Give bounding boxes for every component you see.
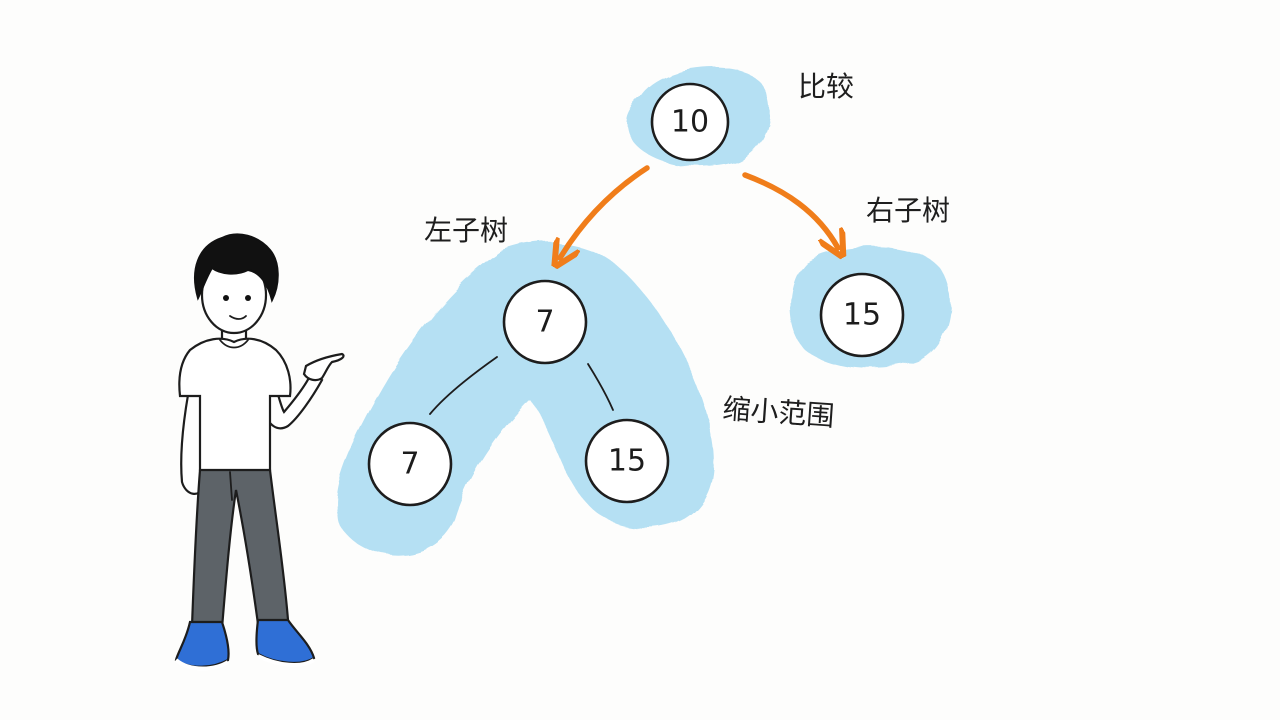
node-left-left: 7 (367, 421, 453, 507)
person-pointing-icon (174, 233, 345, 671)
node-left: 7 (502, 279, 588, 365)
eye-right (245, 295, 251, 301)
left-shoe (174, 620, 230, 668)
label-compare: 比较 (798, 70, 854, 103)
eye-left (223, 295, 229, 301)
edge-left-to-left-left (429, 356, 498, 415)
label-left-subtree: 左子树 (424, 214, 508, 247)
pointing-hand (302, 352, 345, 382)
collar (219, 339, 249, 349)
smile (229, 315, 247, 320)
node-left-right: 15 (584, 418, 670, 504)
node-value: 10 (671, 105, 709, 140)
connectors (429, 165, 838, 415)
node-circle (584, 418, 670, 504)
node-circle (367, 421, 453, 507)
belt-loop (229, 471, 233, 501)
node-value: 7 (535, 305, 554, 340)
node-right: 15 (819, 272, 905, 358)
node-value: 7 (400, 447, 419, 482)
label-narrow-range: 缩小范围 (722, 392, 836, 433)
arrow-root-to-left (560, 165, 650, 258)
node-circle (819, 272, 905, 358)
node-value: 15 (608, 444, 646, 479)
shirt (178, 337, 292, 476)
arrow-root-to-right (742, 172, 838, 248)
pants (190, 468, 290, 630)
hair (194, 233, 279, 303)
edge-left-to-left-right (587, 363, 614, 411)
node-circle (502, 279, 588, 365)
node-circle (650, 82, 730, 162)
node-value: 15 (843, 298, 881, 333)
right-shoe-sole (257, 654, 316, 667)
right-shoe (255, 618, 316, 664)
label-right-subtree: 右子树 (866, 194, 950, 227)
node-root: 10 (650, 82, 730, 162)
pointing-arm (262, 359, 324, 430)
left-shoe-sole (174, 658, 230, 671)
